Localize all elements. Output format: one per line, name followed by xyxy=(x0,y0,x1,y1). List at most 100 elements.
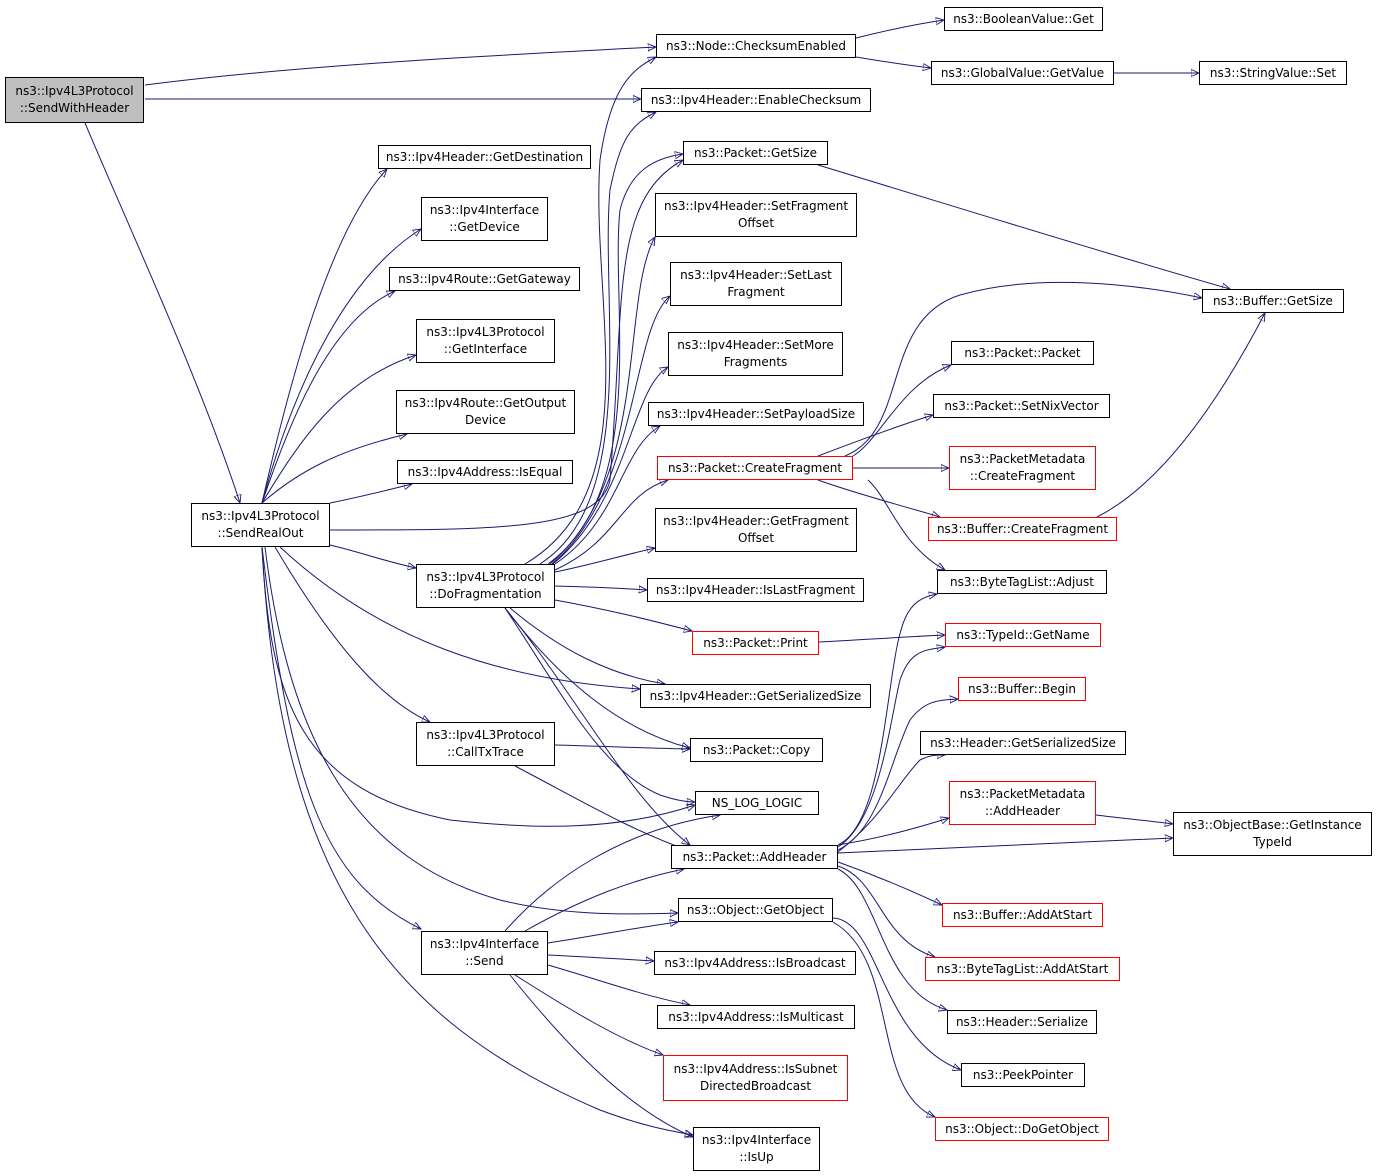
edge-checksum-enabled-to-boolean-get xyxy=(855,20,944,39)
node-label: ns3::GlobalValue::GetValue xyxy=(940,65,1105,80)
node-label: ns3::Ipv4Header::GetFragment xyxy=(663,514,849,528)
node-is-last-fragment[interactable]: ns3::Ipv4Header::IsLastFragment xyxy=(647,578,864,602)
node-global-getvalue[interactable]: ns3::GlobalValue::GetValue xyxy=(931,61,1114,85)
node-label: TypeId xyxy=(1253,835,1292,849)
node-label: ns3::Ipv4Header::GetSerializedSize xyxy=(649,688,862,703)
node-packet-createfrag[interactable]: ns3::Packet::CreateFragment xyxy=(657,456,853,480)
edge-send-real-out-to-addr-isequal xyxy=(329,484,412,504)
node-checksum-enabled[interactable]: ns3::Node::ChecksumEnabled xyxy=(656,34,856,58)
node-label: ns3::Object::DoGetObject xyxy=(945,1121,1099,1136)
edge-iface-send-to-iface-isup xyxy=(509,974,693,1137)
node-l3-getinterface[interactable]: ns3::Ipv4L3Protocol::GetInterface xyxy=(416,319,555,363)
node-label: ns3::Header::Serialize xyxy=(955,1014,1089,1029)
node-bytetag-adjust[interactable]: ns3::ByteTagList::Adjust xyxy=(937,570,1107,594)
edge-do-fragmentation-to-packet-print xyxy=(554,599,692,631)
node-packet-copy[interactable]: ns3::Packet::Copy xyxy=(690,738,823,762)
node-header-getserialized[interactable]: ns3::Header::GetSerializedSize xyxy=(920,731,1126,755)
node-typeid-getname[interactable]: ns3::TypeId::GetName xyxy=(945,623,1101,647)
node-root: ns3::Ipv4L3Protocol::SendWithHeader xyxy=(5,77,144,123)
node-enable-checksum[interactable]: ns3::Ipv4Header::EnableChecksum xyxy=(641,88,871,112)
node-bytetag-addatstart[interactable]: ns3::ByteTagList::AddAtStart xyxy=(925,957,1120,981)
edge-object-getobject-to-object-dogetobject xyxy=(832,921,935,1117)
edge-packet-addheader-to-buffer-begin xyxy=(837,699,958,851)
node-buffer-getsize[interactable]: ns3::Buffer::GetSize xyxy=(1202,289,1344,313)
edge-object-getobject-to-peek-pointer xyxy=(832,917,961,1070)
node-label: ns3::Ipv4Address::IsBroadcast xyxy=(664,955,846,970)
edge-checksum-enabled-to-global-getvalue xyxy=(855,56,931,68)
node-addr-isequal[interactable]: ns3::Ipv4Address::IsEqual xyxy=(397,460,573,484)
node-packet-addheader[interactable]: ns3::Packet::AddHeader xyxy=(671,845,838,869)
edge-do-fragmentation-to-get-serialized-size xyxy=(509,607,665,684)
node-label: ns3::ByteTagList::Adjust xyxy=(950,574,1094,589)
node-label: ns3::TypeId::GetName xyxy=(956,627,1090,642)
node-set-payload-size[interactable]: ns3::Ipv4Header::SetPayloadSize xyxy=(648,402,864,426)
node-iface-send[interactable]: ns3::Ipv4Interface::Send xyxy=(421,931,548,975)
node-label: Device xyxy=(464,413,507,427)
node-object-getobject[interactable]: ns3::Object::GetObject xyxy=(678,898,833,922)
node-label: ns3::Packet::SetNixVector xyxy=(944,398,1099,413)
node-header-serialize[interactable]: ns3::Header::Serialize xyxy=(947,1010,1097,1034)
node-label: ns3::Ipv4Address::IsSubnet xyxy=(673,1062,838,1076)
node-label: ns3::Ipv4Header::SetLast xyxy=(680,268,832,282)
node-label: ::Send xyxy=(465,954,504,968)
edge-do-fragmentation-to-packet-getsize xyxy=(547,154,683,565)
node-pktmeta-createfrag[interactable]: ns3::PacketMetadata::CreateFragment xyxy=(949,446,1096,490)
edge-do-fragmentation-to-enable-checksum xyxy=(539,112,656,565)
node-buffer-createfrag[interactable]: ns3::Buffer::CreateFragment xyxy=(928,517,1117,541)
edge-root-to-checksum-enabled xyxy=(144,47,656,86)
edge-do-fragmentation-to-set-frag-offset xyxy=(549,237,655,565)
node-buffer-addatstart[interactable]: ns3::Buffer::AddAtStart xyxy=(942,903,1103,927)
node-label: ns3::Ipv4Address::IsMulticast xyxy=(668,1009,844,1024)
node-label: ::DoFragmentation xyxy=(429,587,542,601)
node-pktmeta-addheader[interactable]: ns3::PacketMetadata::AddHeader xyxy=(949,781,1096,825)
node-packet-packet[interactable]: ns3::Packet::Packet xyxy=(951,341,1094,365)
node-label: ::CreateFragment xyxy=(969,469,1076,483)
edge-do-fragmentation-to-is-last-fragment xyxy=(554,586,647,590)
node-iface-getdevice[interactable]: ns3::Ipv4Interface::GetDevice xyxy=(421,197,548,241)
edge-packet-addheader-to-header-serialize xyxy=(837,868,947,1010)
node-object-dogetobject[interactable]: ns3::Object::DoGetObject xyxy=(935,1117,1109,1141)
node-label: ns3::ObjectBase::GetInstance xyxy=(1183,818,1362,832)
node-label: ::GetInterface xyxy=(443,342,528,356)
edge-do-fragmentation-to-set-payload-size xyxy=(554,426,660,565)
node-route-getgateway[interactable]: ns3::Ipv4Route::GetGateway xyxy=(389,267,580,291)
edge-packet-createfrag-to-buffer-getsize xyxy=(844,281,1202,457)
node-l3-calltxtrace[interactable]: ns3::Ipv4L3Protocol::CallTxTrace xyxy=(416,722,555,766)
node-send-real-out[interactable]: ns3::Ipv4L3Protocol::SendRealOut xyxy=(191,503,330,547)
node-label: ns3::StringValue::Set xyxy=(1209,65,1337,80)
node-label: ns3::Ipv4Header::IsLastFragment xyxy=(655,582,856,597)
node-string-set[interactable]: ns3::StringValue::Set xyxy=(1199,61,1347,85)
node-label: Offset xyxy=(737,531,775,545)
edge-packet-print-to-typeid-getname xyxy=(818,635,945,643)
node-get-destination[interactable]: ns3::Ipv4Header::GetDestination xyxy=(378,145,591,169)
edge-iface-send-to-addr-ismulticast xyxy=(547,964,690,1005)
node-packet-getsize[interactable]: ns3::Packet::GetSize xyxy=(683,141,828,165)
node-packet-setnix[interactable]: ns3::Packet::SetNixVector xyxy=(933,394,1110,418)
node-ns-log-logic[interactable]: NS_LOG_LOGIC xyxy=(695,791,819,815)
edge-root-to-send-real-out xyxy=(84,122,240,503)
node-addr-isbroadcast[interactable]: ns3::Ipv4Address::IsBroadcast xyxy=(654,951,856,975)
node-boolean-get[interactable]: ns3::BooleanValue::Get xyxy=(944,7,1103,31)
node-addr-ismulticast[interactable]: ns3::Ipv4Address::IsMulticast xyxy=(657,1005,855,1029)
edge-packet-createfrag-to-packet-setnix xyxy=(817,415,933,457)
node-peek-pointer[interactable]: ns3::PeekPointer xyxy=(961,1063,1085,1087)
node-packet-print[interactable]: ns3::Packet::Print xyxy=(692,631,819,655)
node-buffer-begin[interactable]: ns3::Buffer::Begin xyxy=(958,677,1086,701)
node-label: ns3::Buffer::CreateFragment xyxy=(936,521,1109,536)
node-label: ns3::PacketMetadata xyxy=(959,787,1086,801)
node-iface-isup[interactable]: ns3::Ipv4Interface::IsUp xyxy=(693,1127,820,1171)
edge-l3-calltxtrace-to-packet-copy xyxy=(554,744,690,749)
node-get-serialized-size[interactable]: ns3::Ipv4Header::GetSerializedSize xyxy=(640,684,871,708)
node-label: ::IsUp xyxy=(739,1150,774,1164)
node-label: NS_LOG_LOGIC xyxy=(711,795,803,810)
edge-send-real-out-to-packet-getsize xyxy=(329,160,683,531)
node-do-fragmentation[interactable]: ns3::Ipv4L3Protocol::DoFragmentation xyxy=(416,564,555,608)
